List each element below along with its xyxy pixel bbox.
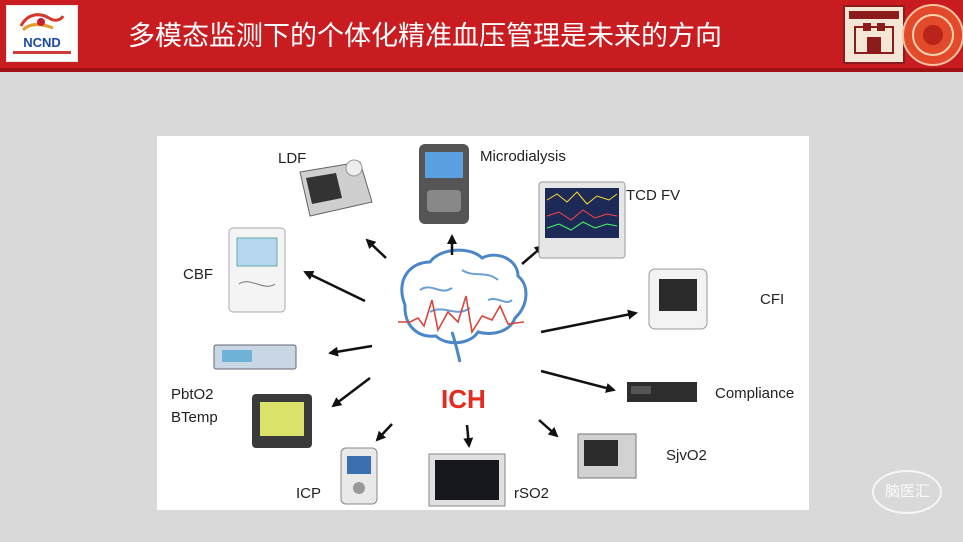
btemp-label: BTemp [171, 409, 218, 426]
tcd-monitor-image [538, 181, 626, 259]
rso2-label: rSO2 [514, 485, 550, 502]
ncnd-logo: NCND [6, 5, 78, 62]
logo-emblem-icon [19, 13, 65, 32]
rso2-monitor-image [428, 453, 506, 507]
arrow-to-compliance [540, 369, 616, 393]
btemp-device-image [252, 394, 312, 448]
microdialysis-label: Microdialysis [480, 148, 566, 165]
microdialysis-device-image [419, 144, 469, 224]
cfi-label: CFI [760, 291, 785, 308]
pbto2-label: PbtO2 [171, 386, 214, 403]
cfi-device-image [648, 268, 708, 330]
tcd-label: TCD FV [626, 187, 681, 204]
arrow-to-icp [375, 423, 393, 442]
seal-emblem-icon [912, 14, 954, 56]
hospital-round-seal-logo [902, 4, 963, 66]
ldf-label: LDF [278, 150, 307, 167]
logo-text: NCND [23, 35, 61, 50]
slide-title: 多模态监测下的个体化精准血压管理是未来的方向 [128, 21, 722, 52]
brain-icon [398, 248, 528, 363]
icp-device-image [340, 447, 378, 505]
watermark-badge [872, 470, 942, 514]
compliance-device-image [627, 382, 697, 402]
logo-subline [13, 51, 71, 54]
ldf-device-image [299, 159, 373, 217]
pbto2-device-image [213, 344, 297, 370]
seal-building-icon [849, 11, 899, 54]
arrow-to-pbto2 [328, 344, 373, 357]
cbf-device-image [228, 227, 286, 313]
arrow-to-ldf [365, 238, 387, 259]
sjvo2-device-image [577, 433, 637, 479]
arrow-to-sjvo2 [538, 419, 559, 438]
cbf-label: CBF [183, 266, 213, 283]
sjvo2-label: SjvO2 [666, 447, 707, 464]
header-underline [0, 68, 963, 72]
arrow-to-cbf [303, 270, 366, 303]
icp-label: ICP [296, 485, 322, 502]
university-seal-logo [843, 5, 905, 64]
arrow-to-btemp [331, 377, 371, 408]
ich-center-label: ICH [441, 384, 486, 414]
slide-header [0, 0, 963, 72]
arrow-to-cfi [540, 309, 638, 334]
arrow-to-rso2 [463, 424, 474, 448]
watermark-text: 脑医汇 [885, 482, 931, 500]
compliance-label: Compliance [715, 385, 795, 402]
